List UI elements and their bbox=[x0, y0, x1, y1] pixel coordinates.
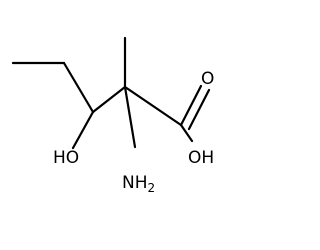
bond-ethyl-c3 bbox=[62, 61, 95, 114]
amino-label-subscript: 2 bbox=[148, 181, 156, 195]
bond-carbonyl-a bbox=[179, 84, 203, 127]
bond-c3-hydroxyl bbox=[71, 110, 95, 150]
atom-label-amino: NH2 bbox=[122, 173, 155, 195]
bond-carbonyl-b bbox=[187, 88, 211, 131]
atom-label-acid-hydroxyl: OH bbox=[188, 148, 214, 168]
molecule-structure: O OH HO NH2 bbox=[11, 36, 214, 195]
bond-c2-carboxyl bbox=[123, 85, 183, 127]
amino-label-main: NH bbox=[122, 173, 148, 193]
bond-c2-amino bbox=[123, 85, 137, 149]
atom-label-carbonyl-oxygen: O bbox=[201, 69, 214, 89]
bond-c3-c2 bbox=[91, 85, 127, 114]
bond-carboxyl-hydroxyl bbox=[179, 123, 194, 143]
atom-label-alcohol-hydroxyl: HO bbox=[53, 148, 79, 168]
